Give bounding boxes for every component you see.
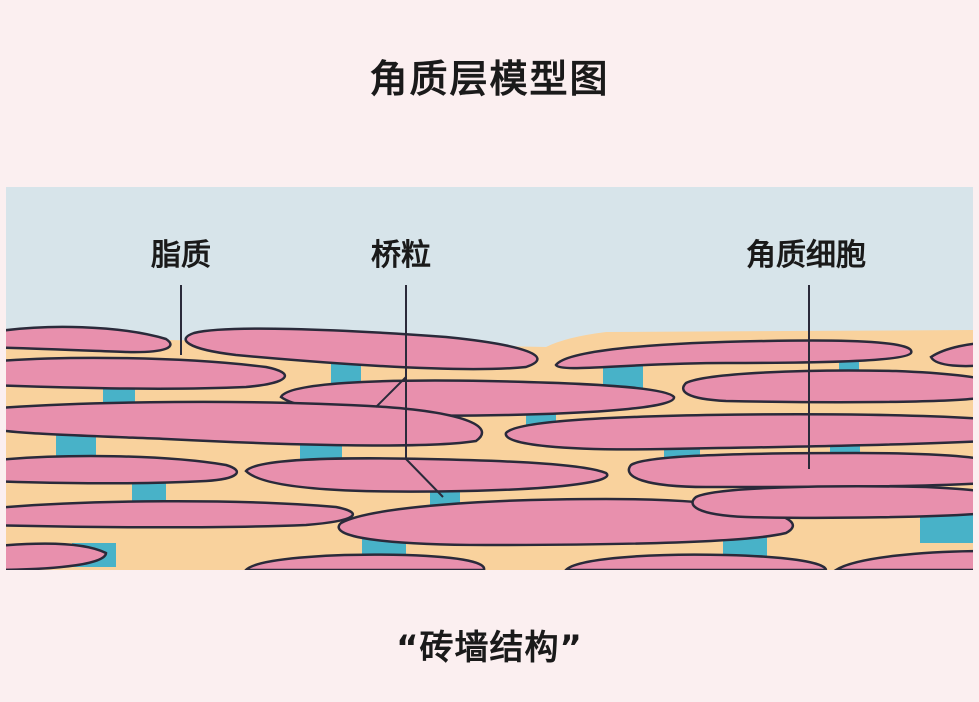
corneocyte	[691, 485, 973, 520]
desmosome	[920, 515, 973, 543]
corneocyte	[6, 542, 108, 570]
corneocyte	[6, 499, 355, 529]
label-desmosome: 桥粒	[371, 238, 431, 273]
stratum-corneum-diagram: 脂质 桥粒 角质细胞	[6, 187, 973, 570]
corneocyte	[627, 451, 973, 489]
corneocyte	[244, 457, 609, 493]
caption: “砖墙结构”	[396, 628, 583, 668]
corneocyte	[833, 549, 973, 570]
label-corneocyte: 角质细胞	[746, 238, 866, 273]
corneocyte	[6, 454, 239, 485]
corneocyte	[504, 412, 973, 451]
desmosome-leader-branch-upper	[375, 376, 407, 408]
corneocyte	[554, 339, 913, 370]
label-lipid: 脂质	[151, 238, 211, 273]
corneocyte	[184, 327, 539, 371]
page-title: 角质层模型图	[369, 57, 610, 101]
corneocyte	[6, 400, 484, 447]
corneocyte	[6, 356, 287, 390]
corneocyte	[244, 553, 486, 570]
corneocyte	[682, 369, 973, 404]
corneocyte-group	[6, 325, 973, 570]
leader-lines	[180, 285, 810, 498]
corneocyte	[564, 553, 828, 570]
corneocyte	[337, 497, 794, 547]
desmosome-leader-branch-lower	[405, 458, 444, 498]
corneocyte	[6, 325, 172, 354]
corneocyte	[929, 342, 973, 368]
